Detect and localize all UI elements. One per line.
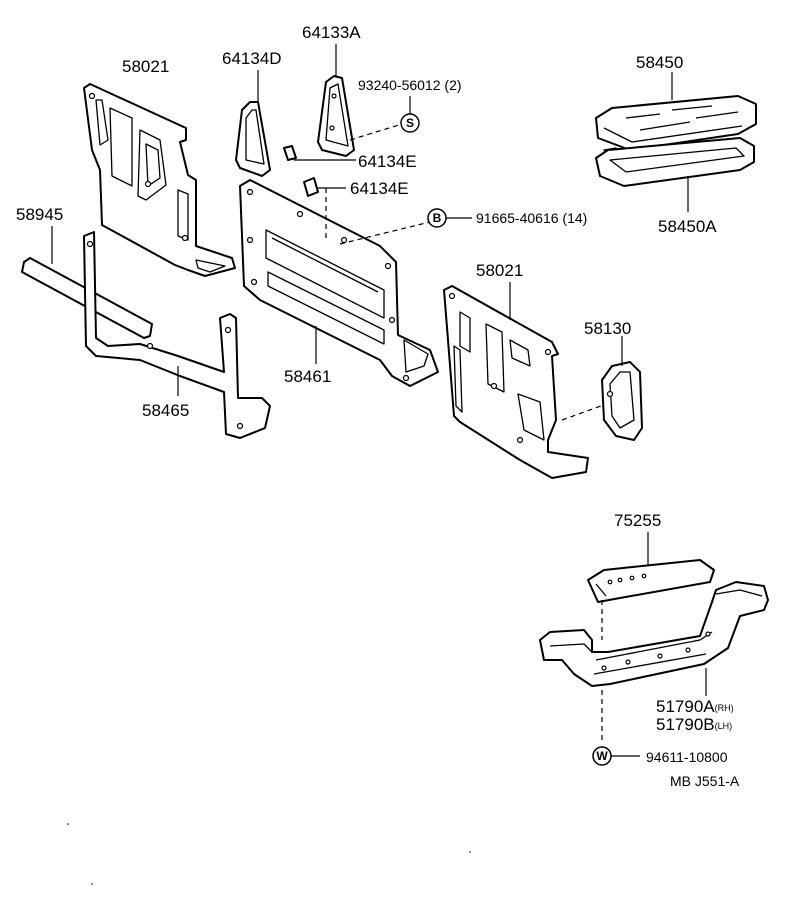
panel-58461 — [239, 179, 439, 387]
label-58450: 58450 — [636, 53, 683, 72]
label-58945: 58945 — [16, 205, 63, 224]
symbol-s: S — [400, 113, 420, 133]
label-93240: 93240-56012 (2) — [358, 77, 462, 93]
clip-64134E-1 — [283, 145, 356, 161]
symbol-w: W — [592, 746, 640, 766]
pad-64133A — [317, 44, 403, 157]
label-51790A: 51790A(RH) — [656, 697, 734, 716]
scan-speck — [67, 823, 69, 825]
strip-75255 — [587, 532, 715, 640]
panel-58021-right — [443, 282, 613, 479]
scan-speck — [469, 851, 471, 853]
label-58465: 58465 — [142, 401, 189, 420]
pad-64134D — [235, 70, 271, 177]
label-75255: 75255 — [614, 511, 661, 530]
label-64134D: 64134D — [222, 49, 282, 68]
svg-text:B: B — [433, 211, 442, 225]
label-64134E-2: 64134E — [350, 179, 409, 198]
label-64134E-1: 64134E — [358, 152, 417, 171]
panel-58021-left — [83, 83, 236, 277]
label-58450A: 58450A — [658, 217, 717, 236]
step-51790 — [539, 581, 769, 740]
label-58130: 58130 — [584, 319, 631, 338]
scan-speck — [91, 883, 93, 885]
label-64133A: 64133A — [302, 23, 361, 42]
label-51790B: 51790B(LH) — [656, 715, 732, 734]
label-58461: 58461 — [284, 367, 331, 386]
clip-64134E-2 — [303, 177, 346, 240]
symbol-b: B — [427, 208, 472, 228]
frame-58465 — [83, 231, 271, 439]
svg-text:W: W — [596, 749, 608, 763]
svg-text:S: S — [406, 116, 414, 130]
frame-58450A — [595, 137, 755, 212]
label-91665: 91665-40616 (14) — [476, 210, 587, 226]
label-94611: 94611-10800 — [646, 749, 728, 765]
bracket-58130 — [601, 336, 643, 441]
diagram-code: MB J551-A — [670, 773, 740, 789]
label-58021-mid: 58021 — [476, 261, 523, 280]
label-58021-top: 58021 — [122, 57, 169, 76]
